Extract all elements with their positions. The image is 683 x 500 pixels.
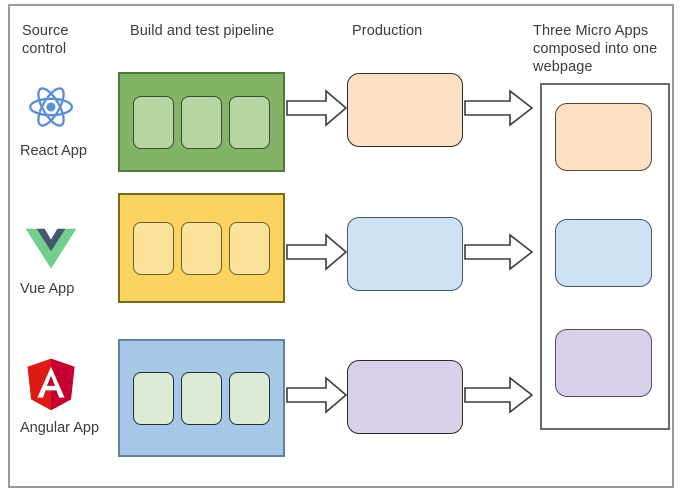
production-box-react: [347, 73, 463, 147]
column-heading-pipeline: Build and test pipeline: [130, 23, 275, 39]
pipeline-stage: [133, 95, 174, 149]
pipeline-stage: [133, 371, 174, 425]
pipeline-box-angular: [118, 339, 285, 457]
column-heading-source-control: Source control: [22, 23, 69, 57]
block-arrow-right-icon: [286, 89, 348, 127]
pipeline-stage: [229, 371, 270, 425]
angular-logo-icon: [27, 358, 75, 411]
block-arrow-right-icon: [286, 233, 348, 271]
pipeline-stage: [181, 371, 222, 425]
source-item-react: React App: [16, 78, 126, 160]
block-arrow-right-icon: [286, 376, 348, 414]
pipeline-stage: [229, 95, 270, 149]
source-label-react: React App: [20, 143, 87, 159]
production-box-vue: [347, 217, 463, 291]
micro-app-angular: [555, 329, 652, 397]
micro-app-react: [555, 103, 652, 171]
block-arrow-right-icon: [464, 233, 534, 271]
vue-logo-icon: [25, 228, 77, 269]
pipeline-stage: [229, 221, 270, 275]
composed-webpage-container: [540, 83, 670, 430]
micro-app-vue: [555, 219, 652, 287]
react-logo-icon: [28, 87, 74, 127]
source-item-angular: Angular App: [16, 355, 126, 437]
source-label-vue: Vue App: [20, 281, 75, 297]
pipeline-stage: [181, 221, 222, 275]
block-arrow-right-icon: [464, 89, 534, 127]
column-heading-production: Production: [352, 23, 423, 39]
production-box-angular: [347, 360, 463, 434]
block-arrow-right-icon: [464, 376, 534, 414]
source-item-vue: Vue App: [16, 216, 126, 298]
column-heading-composed-webpage: Three Micro Apps composed into one webpa…: [533, 23, 658, 75]
source-label-angular: Angular App: [20, 420, 100, 436]
pipeline-box-vue: [118, 193, 285, 303]
pipeline-stage: [181, 95, 222, 149]
pipeline-box-react: [118, 72, 285, 172]
pipeline-stage: [133, 221, 174, 275]
